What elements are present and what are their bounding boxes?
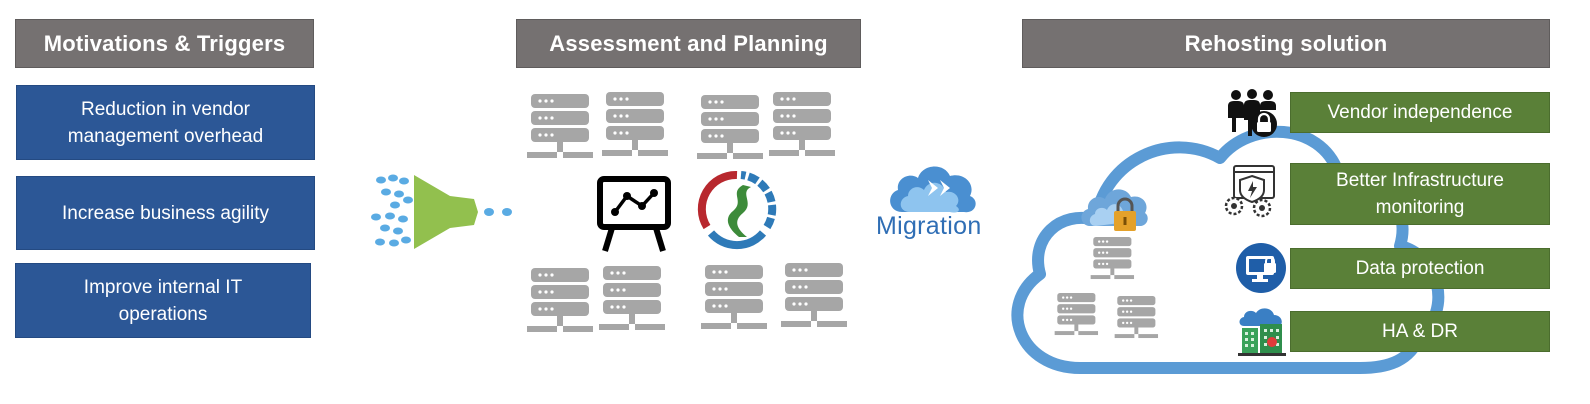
server-group-top-left-2	[602, 92, 668, 156]
building-cloud-icon	[1238, 308, 1286, 356]
server-group-bottom-right	[701, 265, 767, 329]
solution-item: Vendor independence	[1290, 92, 1550, 133]
cycle-road-icon	[697, 170, 777, 250]
analytics-board-icon	[597, 176, 671, 252]
motivations-header: Motivations & Triggers	[15, 19, 314, 68]
server-group-bottom-right-2	[781, 263, 847, 327]
server-rack-icon	[1114, 295, 1159, 339]
motivation-item: Increase business agility	[16, 176, 315, 250]
cloud-lock-icon	[1081, 189, 1148, 231]
rehosting-header: Rehosting solution	[1022, 19, 1550, 68]
server-group-bottom-left-2	[599, 266, 665, 330]
cloud-migration-icon	[890, 166, 976, 213]
people-lock-icon	[1228, 89, 1277, 137]
server-group-top-right	[697, 95, 763, 159]
shield-gear-icon	[1224, 165, 1275, 218]
assessment-header: Assessment and Planning	[516, 19, 861, 68]
server-group-top-right-2	[769, 92, 835, 156]
server-group-top-left	[527, 94, 593, 158]
motivation-item: Improve internal IT operations	[15, 263, 311, 338]
funnel-icon	[371, 174, 512, 249]
solution-item: HA & DR	[1290, 311, 1550, 352]
solution-item: Better Infrastructure monitoring	[1290, 163, 1550, 225]
migration-label: Migration	[876, 212, 982, 240]
server-rack-icon	[1090, 236, 1135, 280]
solution-item: Data protection	[1290, 248, 1550, 289]
motivation-item: Reduction in vendor management overhead	[16, 85, 315, 160]
server-rack-icon	[1054, 292, 1099, 336]
monitor-lock-icon	[1236, 243, 1286, 293]
server-group-bottom-left	[527, 268, 593, 332]
